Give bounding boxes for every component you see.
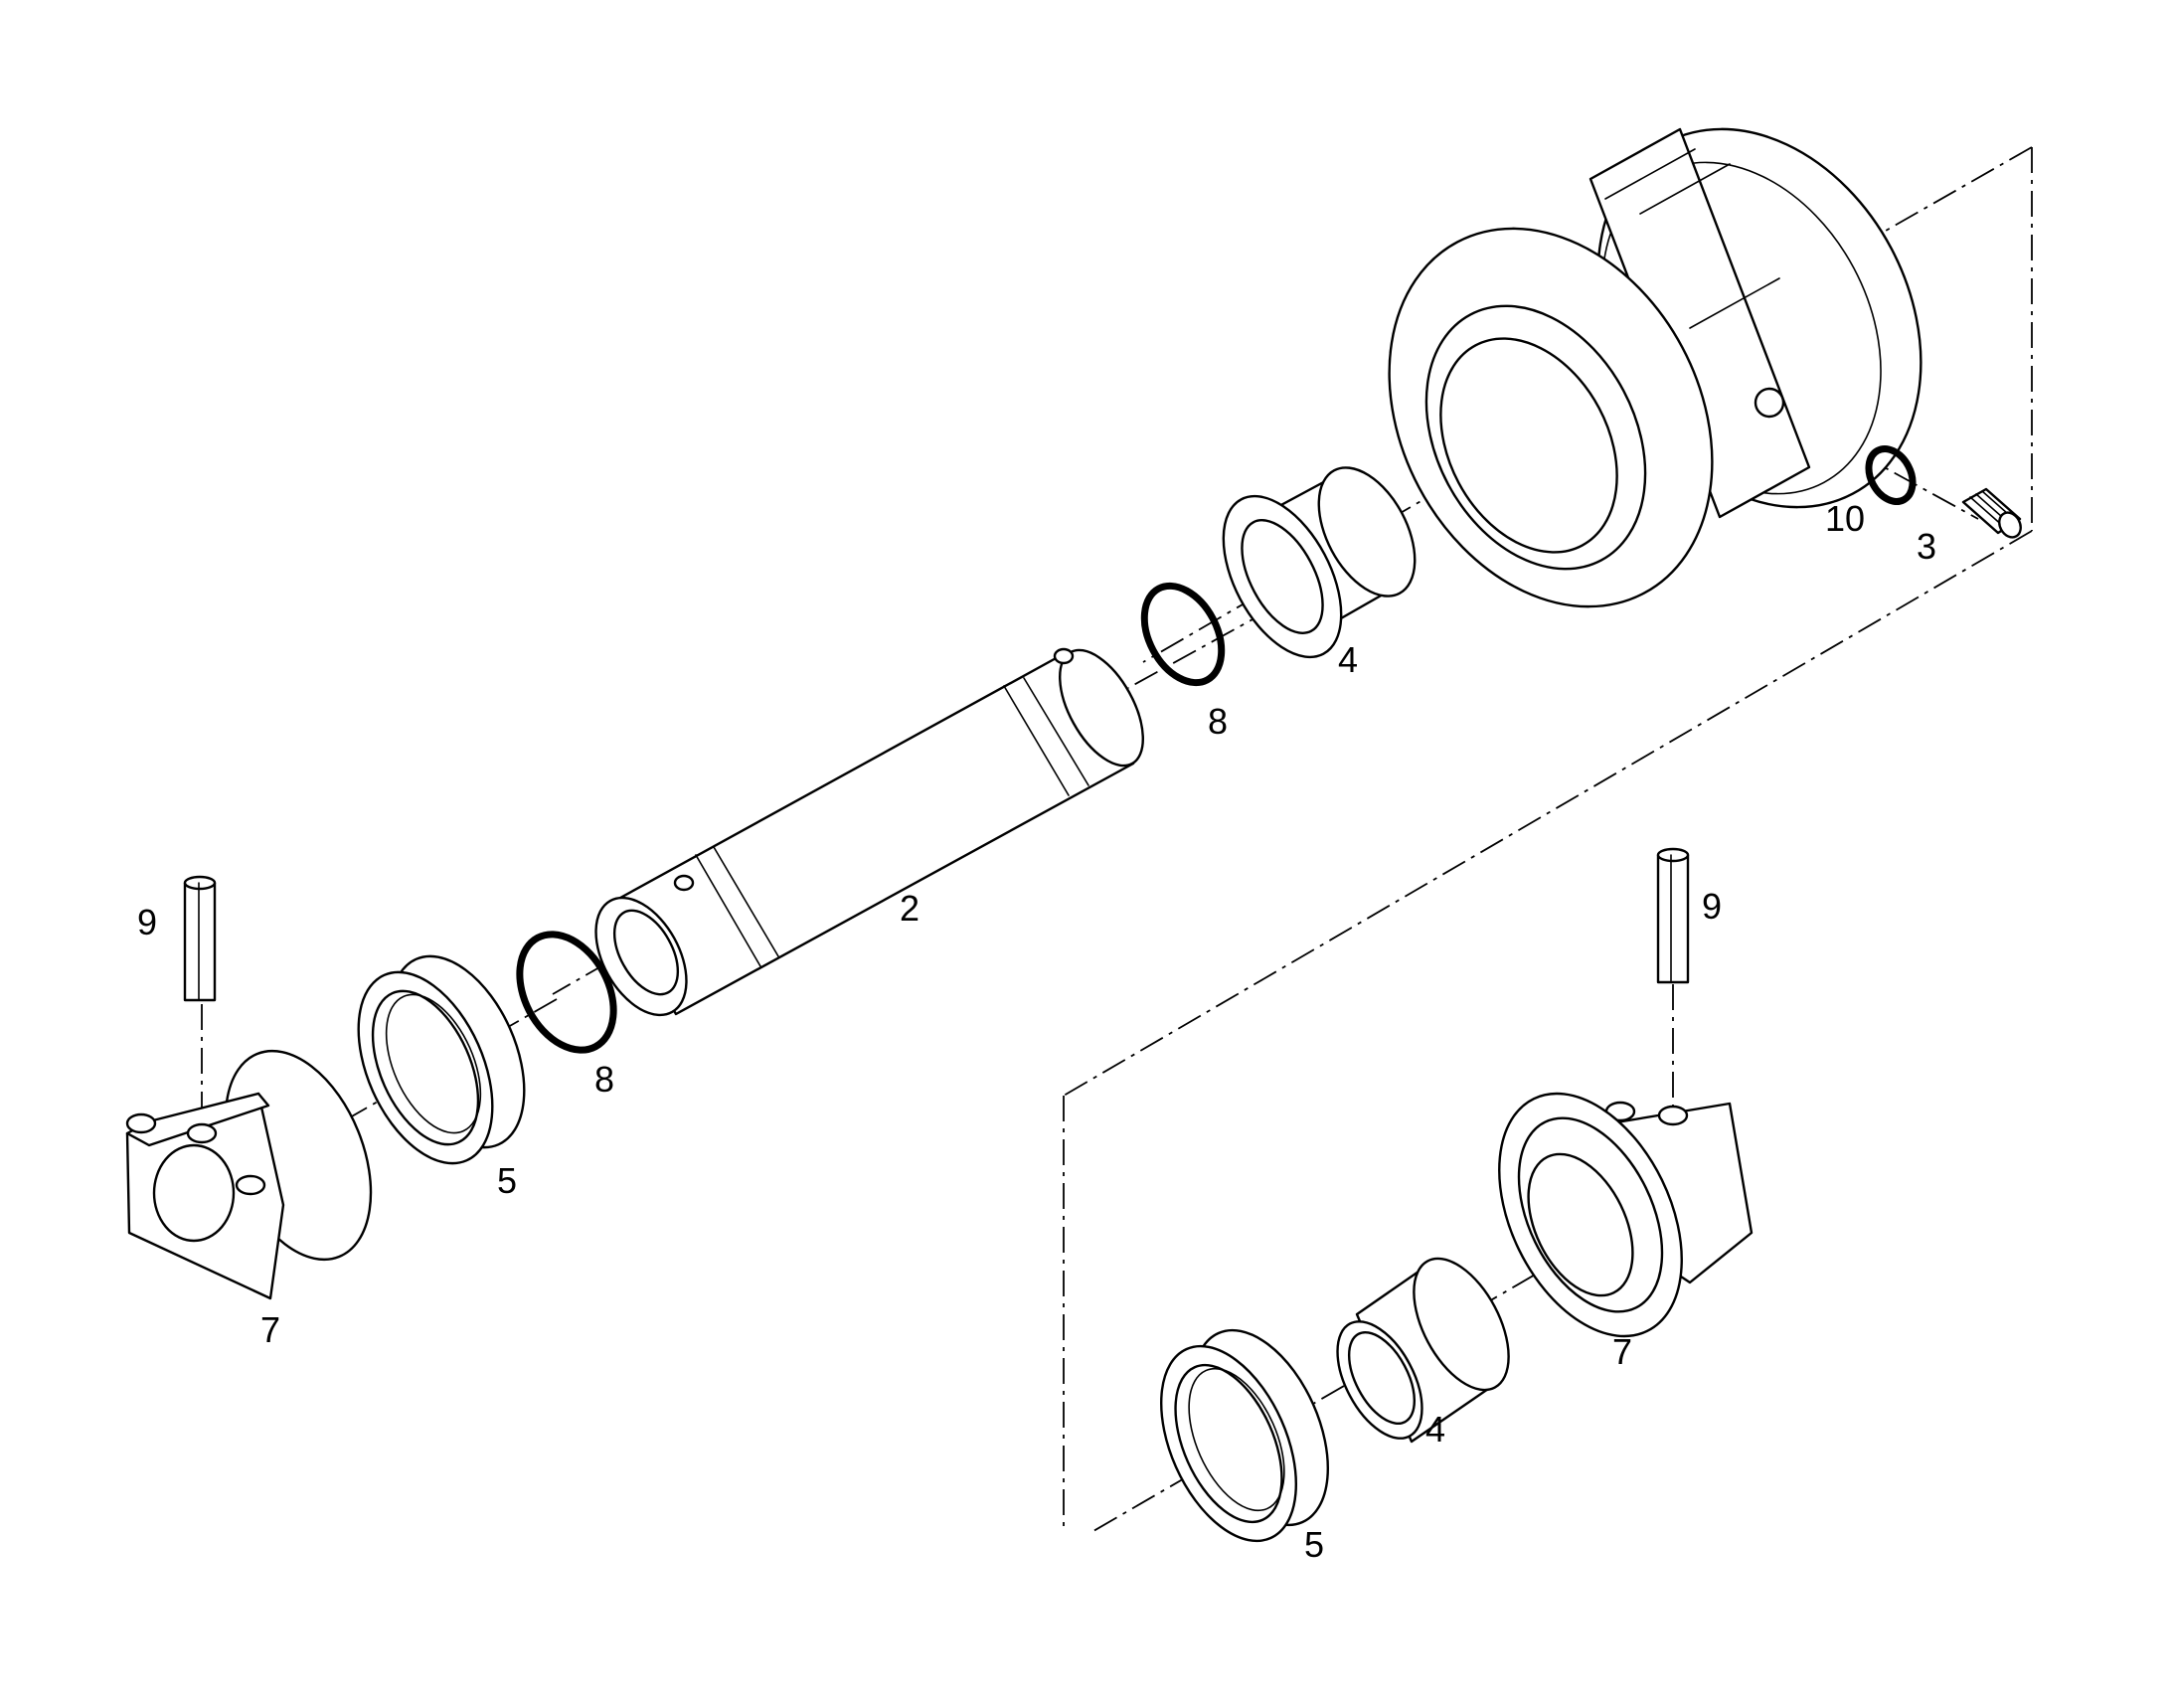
axis-plug [1778, 409, 1979, 520]
callout-pin-lower: 9 [1702, 886, 1722, 927]
bracket-lower [1498, 1092, 1754, 1338]
roller-plug-hole [1754, 387, 1785, 419]
bracket-left [125, 1049, 373, 1300]
plug [1961, 487, 2022, 539]
callout-seal-lower: 5 [1304, 1524, 1324, 1565]
callout-bracket-lower: 7 [1612, 1331, 1632, 1372]
bushing-lower-flange [1413, 1257, 1510, 1392]
bracket-left-ear-hole [125, 1112, 157, 1134]
frame-diagonal [1063, 530, 2033, 1097]
roller-bore-outer [1424, 304, 1647, 571]
bracket-lower-pin-hole [1657, 1105, 1689, 1126]
roller-bore-inner [1439, 337, 1618, 554]
bracket-left-bore [152, 1143, 236, 1243]
callout-seal-left: 5 [497, 1160, 517, 1201]
shaft-body [609, 649, 1135, 1016]
bracket-left-pin-hole [186, 1122, 218, 1144]
bushing-upper-flange [1222, 494, 1343, 659]
roller-grooves [1604, 148, 1780, 329]
callout-labels: 2 3 4 4 5 5 7 7 8 8 9 9 10 [137, 498, 1936, 1565]
callout-oring-small: 10 [1825, 498, 1865, 539]
callout-bushing-upper: 4 [1338, 639, 1358, 680]
seal-lower [1160, 1328, 1329, 1543]
bushing-upper [1222, 466, 1417, 659]
callout-oring-upper: 8 [1208, 701, 1228, 742]
callout-oring-left: 8 [594, 1059, 614, 1100]
callout-plug: 3 [1917, 526, 1936, 567]
callout-pin-left: 9 [137, 902, 157, 942]
shaft [594, 647, 1144, 1017]
seal-left [357, 954, 526, 1165]
bushing-lower [1336, 1257, 1510, 1444]
pin-lower [1656, 847, 1690, 984]
oring-small [1865, 445, 1917, 505]
pin-left [183, 875, 217, 1002]
shaft-hole-right [1053, 647, 1075, 665]
roller-front-flange [1388, 227, 1714, 608]
callout-bushing-lower: 4 [1425, 1409, 1445, 1450]
callout-bracket-left: 7 [260, 1309, 280, 1350]
shaft-hole-left [673, 874, 695, 892]
track-roller [1388, 127, 1922, 608]
bracket-lower-bore [1527, 1152, 1634, 1297]
callout-shaft: 2 [900, 888, 919, 929]
axis-bushing-to-oring [1127, 607, 1273, 689]
frame-top-edge [1878, 146, 2033, 236]
oring-left [516, 931, 617, 1054]
oring-upper [1140, 582, 1226, 687]
